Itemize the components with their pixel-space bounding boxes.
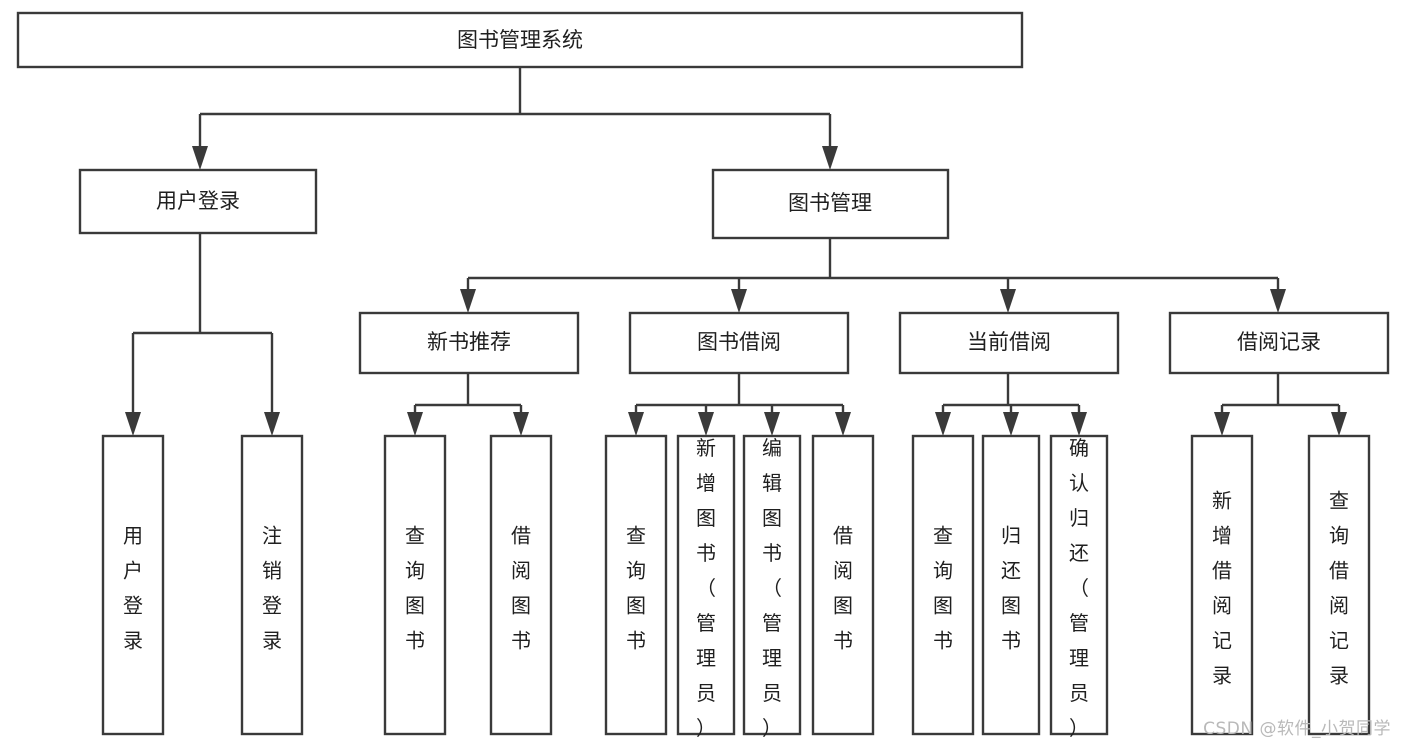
edges-user-login-to-leaves (125, 233, 280, 436)
node-borrow-record[interactable]: 借阅记录 (1168, 311, 1390, 375)
node-leaf-return-book-label: 归还图书 (1001, 523, 1021, 652)
node-leaf-borrow-book-1-label: 借阅图书 (511, 523, 531, 652)
node-book-manage[interactable]: 图书管理 (711, 168, 950, 240)
node-leaf-add-record[interactable]: 新增借阅记录 (1190, 434, 1254, 736)
arrow-to-book-borrow (731, 289, 747, 313)
edges-borrow-record-to-leaves (1214, 373, 1347, 436)
node-leaf-query-book-1-label: 查询图书 (405, 523, 425, 652)
node-leaf-logout-box[interactable] (240, 434, 304, 736)
node-leaf-add-book-box[interactable] (676, 434, 736, 736)
node-leaf-edit-book-box[interactable] (742, 434, 802, 736)
node-leaf-query-book-1[interactable]: 查询图书 (383, 434, 447, 736)
node-leaf-add-record-box[interactable] (1190, 434, 1254, 736)
edges-book-manage-to-level3 (460, 238, 1286, 313)
edges-new-book-rec-to-leaves (407, 373, 529, 436)
edges-current-borrow-to-leaves (935, 373, 1087, 436)
node-leaf-user-login-box[interactable] (101, 434, 165, 736)
arrow-leaf-query-book-2 (628, 412, 644, 436)
arrow-leaf-query-record (1331, 412, 1347, 436)
edges-book-borrow-to-leaves (628, 373, 851, 436)
arrow-leaf-borrow-book-2 (835, 412, 851, 436)
node-leaf-user-login-label: 用户登录 (123, 523, 143, 652)
node-leaf-borrow-book-2[interactable]: 借阅图书 (811, 434, 875, 736)
node-leaf-add-book-label: 新增图书（管理员） (696, 436, 716, 740)
node-book-borrow-box[interactable] (628, 311, 850, 375)
node-leaf-confirm-return-label: 确认归还（管理员） (1069, 436, 1089, 740)
node-leaf-add-record-label: 新增借阅记录 (1212, 488, 1232, 687)
arrow-leaf-logout (264, 412, 280, 436)
arrow-leaf-add-book (698, 412, 714, 436)
node-new-book-rec-box[interactable] (358, 311, 580, 375)
arrow-to-current-borrow (1000, 289, 1016, 313)
node-leaf-query-book-1-box[interactable] (383, 434, 447, 736)
node-book-borrow[interactable]: 图书借阅 (628, 311, 850, 375)
node-current-borrow-box[interactable] (898, 311, 1120, 375)
node-leaf-query-book-3-label: 查询图书 (933, 523, 953, 652)
node-leaf-confirm-return[interactable]: 确认归还（管理员） (1049, 434, 1109, 740)
node-leaf-user-login[interactable]: 用户登录 (101, 434, 165, 736)
arrow-to-borrow-record (1270, 289, 1286, 313)
node-user-login[interactable]: 用户登录 (78, 168, 318, 235)
node-new-book-rec[interactable]: 新书推荐 (358, 311, 580, 375)
node-user-login-label: 用户登录 (156, 189, 240, 213)
node-leaf-borrow-book-2-box[interactable] (811, 434, 875, 736)
node-book-manage-box[interactable] (711, 168, 950, 240)
node-current-borrow[interactable]: 当前借阅 (898, 311, 1120, 375)
node-leaf-query-record[interactable]: 查询借阅记录 (1307, 434, 1371, 736)
node-leaf-borrow-book-2-label: 借阅图书 (833, 523, 853, 652)
node-leaf-edit-book[interactable]: 编辑图书（管理员） (742, 434, 802, 740)
node-current-borrow-label: 当前借阅 (967, 330, 1051, 354)
arrow-leaf-query-book-3 (935, 412, 951, 436)
node-leaf-query-book-2-box[interactable] (604, 434, 668, 736)
node-leaf-query-book-3-box[interactable] (911, 434, 975, 736)
node-leaf-borrow-book-1[interactable]: 借阅图书 (489, 434, 553, 736)
arrow-leaf-query-book-1 (407, 412, 423, 436)
node-user-login-box[interactable] (78, 168, 318, 235)
node-leaf-query-record-box[interactable] (1307, 434, 1371, 736)
edges-root-to-level2 (192, 67, 838, 170)
node-leaf-query-record-label: 查询借阅记录 (1329, 488, 1349, 687)
node-leaf-confirm-return-box[interactable] (1049, 434, 1109, 736)
arrow-to-new-book-rec (460, 289, 476, 313)
node-new-book-rec-label: 新书推荐 (427, 330, 511, 354)
arrow-leaf-edit-book (764, 412, 780, 436)
node-borrow-record-box[interactable] (1168, 311, 1390, 375)
node-leaf-borrow-book-1-box[interactable] (489, 434, 553, 736)
arrow-to-book-manage (822, 146, 838, 170)
arrow-leaf-confirm-return (1071, 412, 1087, 436)
node-leaf-return-book[interactable]: 归还图书 (981, 434, 1041, 736)
node-leaf-edit-book-label: 编辑图书（管理员） (762, 436, 782, 740)
node-root-box[interactable] (16, 11, 1024, 69)
node-leaf-query-book-2-label: 查询图书 (626, 523, 646, 652)
arrow-leaf-user-login (125, 412, 141, 436)
arrow-leaf-add-record (1214, 412, 1230, 436)
arrow-leaf-return-book (1003, 412, 1019, 436)
node-leaf-add-book[interactable]: 新增图书（管理员） (676, 434, 736, 740)
node-borrow-record-label: 借阅记录 (1237, 330, 1321, 354)
node-leaf-query-book-2[interactable]: 查询图书 (604, 434, 668, 736)
node-leaf-logout[interactable]: 注销登录 (240, 434, 304, 736)
node-root[interactable]: 图书管理系统 (16, 11, 1024, 69)
arrow-leaf-borrow-book-1 (513, 412, 529, 436)
node-leaf-return-book-box[interactable] (981, 434, 1041, 736)
node-book-manage-label: 图书管理 (788, 191, 872, 215)
node-root-label: 图书管理系统 (457, 28, 583, 52)
node-leaf-query-book-3[interactable]: 查询图书 (911, 434, 975, 736)
node-leaf-logout-label: 注销登录 (262, 523, 282, 652)
arrow-to-user-login (192, 146, 208, 170)
node-book-borrow-label: 图书借阅 (697, 330, 781, 354)
